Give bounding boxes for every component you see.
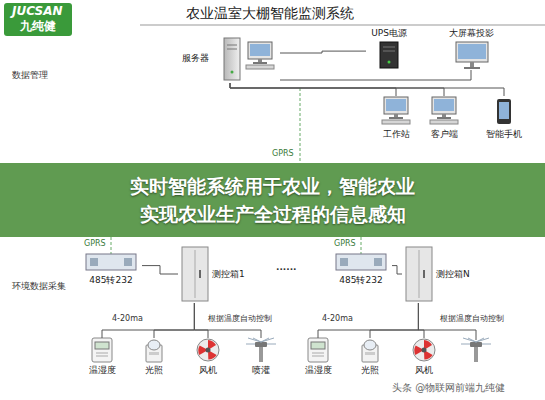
- device-label: 大屏幕投影: [449, 28, 494, 39]
- annotation-label: JUCSAN: [12, 5, 63, 19]
- device-label: 温湿度: [89, 365, 116, 376]
- device-label: UPS电源: [371, 28, 407, 39]
- annotation-label: 九纯健: [20, 20, 56, 34]
- device-label: 客户端: [431, 129, 458, 140]
- device-label: 风机: [199, 365, 217, 376]
- annotation-label: 4-20ma: [322, 314, 353, 323]
- device-label: 工作站: [383, 129, 410, 140]
- device-node: 温湿度: [84, 338, 120, 376]
- device-label: 测控箱N: [436, 269, 470, 280]
- connector-line: [102, 303, 194, 338]
- connector-line: [230, 83, 504, 96]
- device-node: 测控箱1: [178, 245, 260, 303]
- annotation-label: GPRS: [334, 239, 356, 248]
- device-node: 服务器: [180, 33, 280, 83]
- connector-line: [392, 266, 402, 274]
- device-label: 风机: [415, 365, 433, 376]
- device-node: 喷灌: [243, 338, 279, 376]
- banner-band: 实时智能系统用于农业，智能农业 实现农业生产全过程的信息感知: [0, 163, 545, 237]
- device-node: 光照: [136, 338, 172, 376]
- annotation-label: 头条 @物联网前端九纯健: [392, 382, 505, 394]
- connector-line: [142, 266, 178, 274]
- connector-line: [318, 303, 418, 338]
- device-label: 485转232: [339, 275, 382, 286]
- device-label: 测控箱1: [212, 269, 245, 280]
- device-label: 服务器: [182, 53, 209, 64]
- device-node: 光照: [352, 338, 388, 376]
- connector-line: [230, 83, 444, 96]
- annotation-label: GPRS: [84, 239, 106, 248]
- connector-line: [154, 303, 194, 338]
- device-node: 风机: [406, 338, 442, 376]
- device-label: 智能手机: [486, 129, 522, 140]
- device-node: 客户端: [424, 96, 464, 140]
- device-label: 光照: [361, 365, 379, 376]
- device-node: 测控箱N: [402, 245, 484, 303]
- device-label: 温湿度: [305, 365, 332, 376]
- annotation-label: 数据管理: [12, 70, 48, 80]
- device-node: 工作站: [376, 96, 416, 140]
- diagram-title: 农业温室大棚智能监测系统: [186, 5, 354, 21]
- connector-line: [280, 51, 366, 53]
- device-node: 风机: [190, 338, 226, 376]
- connector-line: [194, 303, 208, 338]
- device-node: 智能手机: [480, 96, 528, 140]
- device-label: 喷灌: [252, 365, 270, 376]
- annotation-label: ......: [276, 262, 297, 272]
- device-node: 大屏幕投影: [440, 28, 502, 70]
- connector-line: [370, 303, 418, 338]
- device-node: 温湿度: [300, 338, 336, 376]
- annotation-label: 4-20ma: [112, 314, 143, 323]
- annotation-label: 根据温度自动控制: [208, 314, 272, 323]
- device-node: UPS电源: [366, 28, 412, 70]
- device-label: 485转232: [89, 275, 132, 286]
- device-node: 485转232: [330, 252, 392, 286]
- banner-caption: 实时智能系统用于农业，智能农业 实现农业生产全过程的信息感知: [73, 172, 473, 228]
- annotation-label: GPRS: [272, 149, 294, 158]
- connector-line: [280, 70, 471, 80]
- device-label: 光照: [145, 365, 163, 376]
- device-node: 485转232: [80, 252, 142, 286]
- connector-line: [230, 83, 396, 96]
- connector-line: [418, 303, 424, 338]
- annotation-label: 根据温度自动控制: [440, 314, 504, 323]
- annotation-label: 环境数据采集: [12, 281, 66, 291]
